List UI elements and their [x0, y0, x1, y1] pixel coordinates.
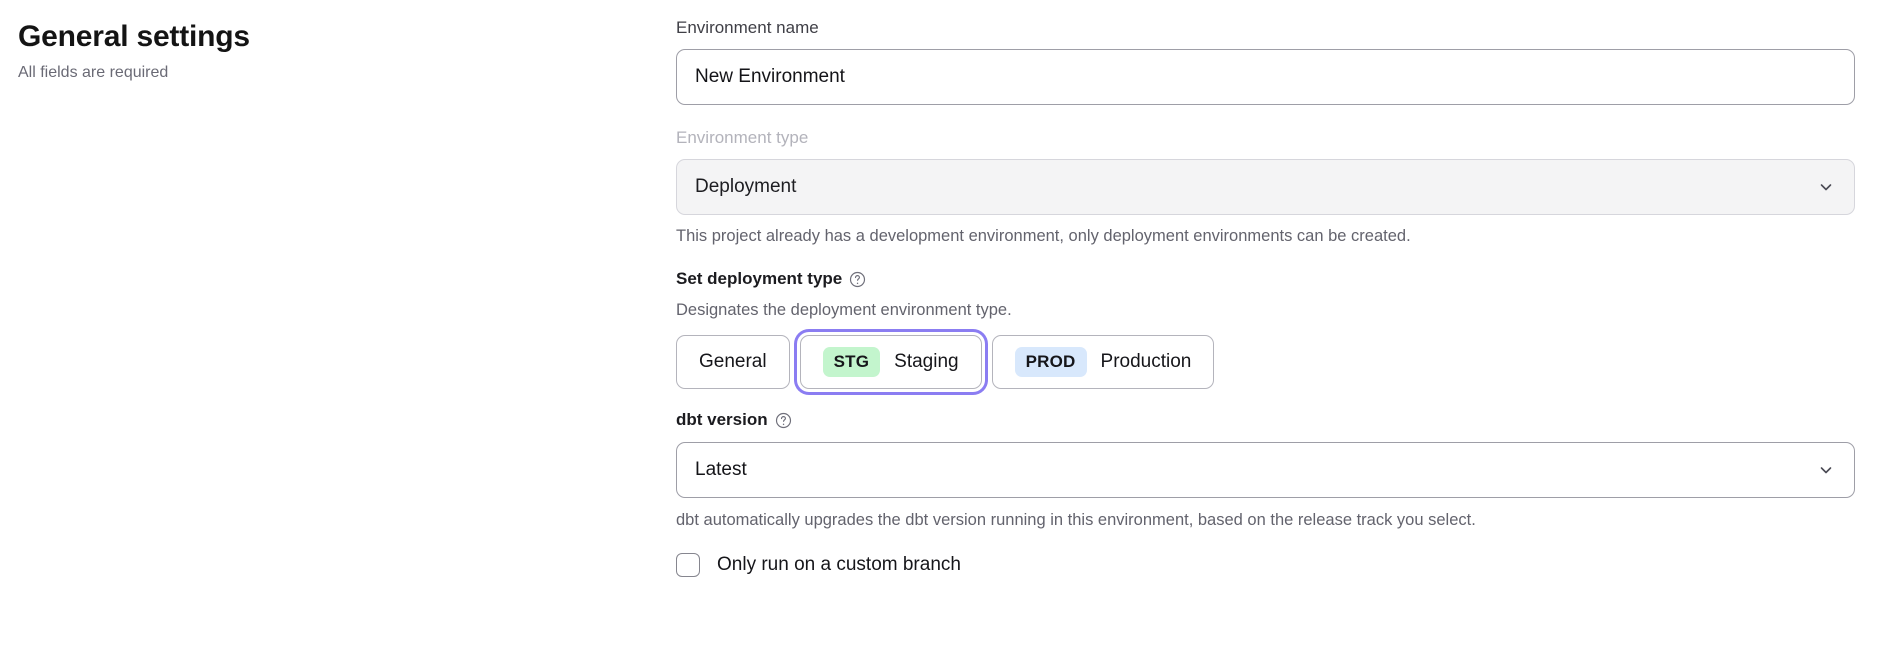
- field-environment-type: Environment type Deployment This project…: [676, 126, 1855, 247]
- environment-type-helper: This project already has a development e…: [676, 227, 1411, 245]
- production-badge: PROD: [1014, 347, 1087, 377]
- option-production-label: Production: [1100, 351, 1192, 372]
- chevron-down-icon: [1818, 462, 1834, 478]
- environment-type-value: Deployment: [695, 176, 797, 197]
- deployment-type-option-production[interactable]: PROD Production: [991, 335, 1215, 389]
- page-subtitle: All fields are required: [18, 64, 169, 81]
- environment-type-select: Deployment: [676, 159, 1855, 215]
- chevron-down-icon: [1818, 179, 1834, 195]
- settings-header: General settings All fields are required: [18, 18, 618, 84]
- dbt-version-label: dbt version: [676, 410, 768, 429]
- deployment-type-label: Set deployment type: [676, 269, 843, 288]
- option-general-label: General: [699, 351, 767, 372]
- environment-name-label: Environment name: [676, 18, 819, 37]
- field-deployment-type: Set deployment type Designates the deplo…: [676, 267, 1855, 389]
- field-environment-name: Environment name: [676, 16, 1855, 105]
- option-staging-label: Staging: [894, 351, 959, 372]
- environment-name-input[interactable]: [676, 49, 1855, 105]
- deployment-type-label-row: Set deployment type: [676, 267, 1855, 291]
- deployment-type-helper: Designates the deployment environment ty…: [676, 301, 1012, 319]
- question-circle-icon[interactable]: [849, 271, 866, 288]
- dbt-version-label-row: dbt version: [676, 408, 1855, 432]
- environment-type-label: Environment type: [676, 128, 809, 147]
- staging-badge: STG: [822, 347, 881, 377]
- page-title: General settings: [18, 20, 250, 53]
- custom-branch-label[interactable]: Only run on a custom branch: [717, 554, 961, 575]
- field-dbt-version: dbt version Latest dbt automatica: [676, 408, 1855, 531]
- question-circle-icon[interactable]: [775, 412, 792, 429]
- dbt-version-select[interactable]: Latest: [676, 442, 1855, 498]
- deployment-type-option-staging[interactable]: STG Staging: [799, 335, 982, 389]
- custom-branch-checkbox[interactable]: [676, 553, 700, 577]
- custom-branch-row: Only run on a custom branch: [676, 553, 1855, 577]
- dbt-version-value: Latest: [695, 459, 747, 480]
- deployment-type-option-general[interactable]: General: [676, 335, 790, 389]
- general-settings-form: Environment name Environment type Deploy…: [676, 16, 1855, 577]
- dbt-version-helper: dbt automatically upgrades the dbt versi…: [676, 511, 1476, 529]
- deployment-type-options: General STG Staging PROD Production: [676, 335, 1855, 389]
